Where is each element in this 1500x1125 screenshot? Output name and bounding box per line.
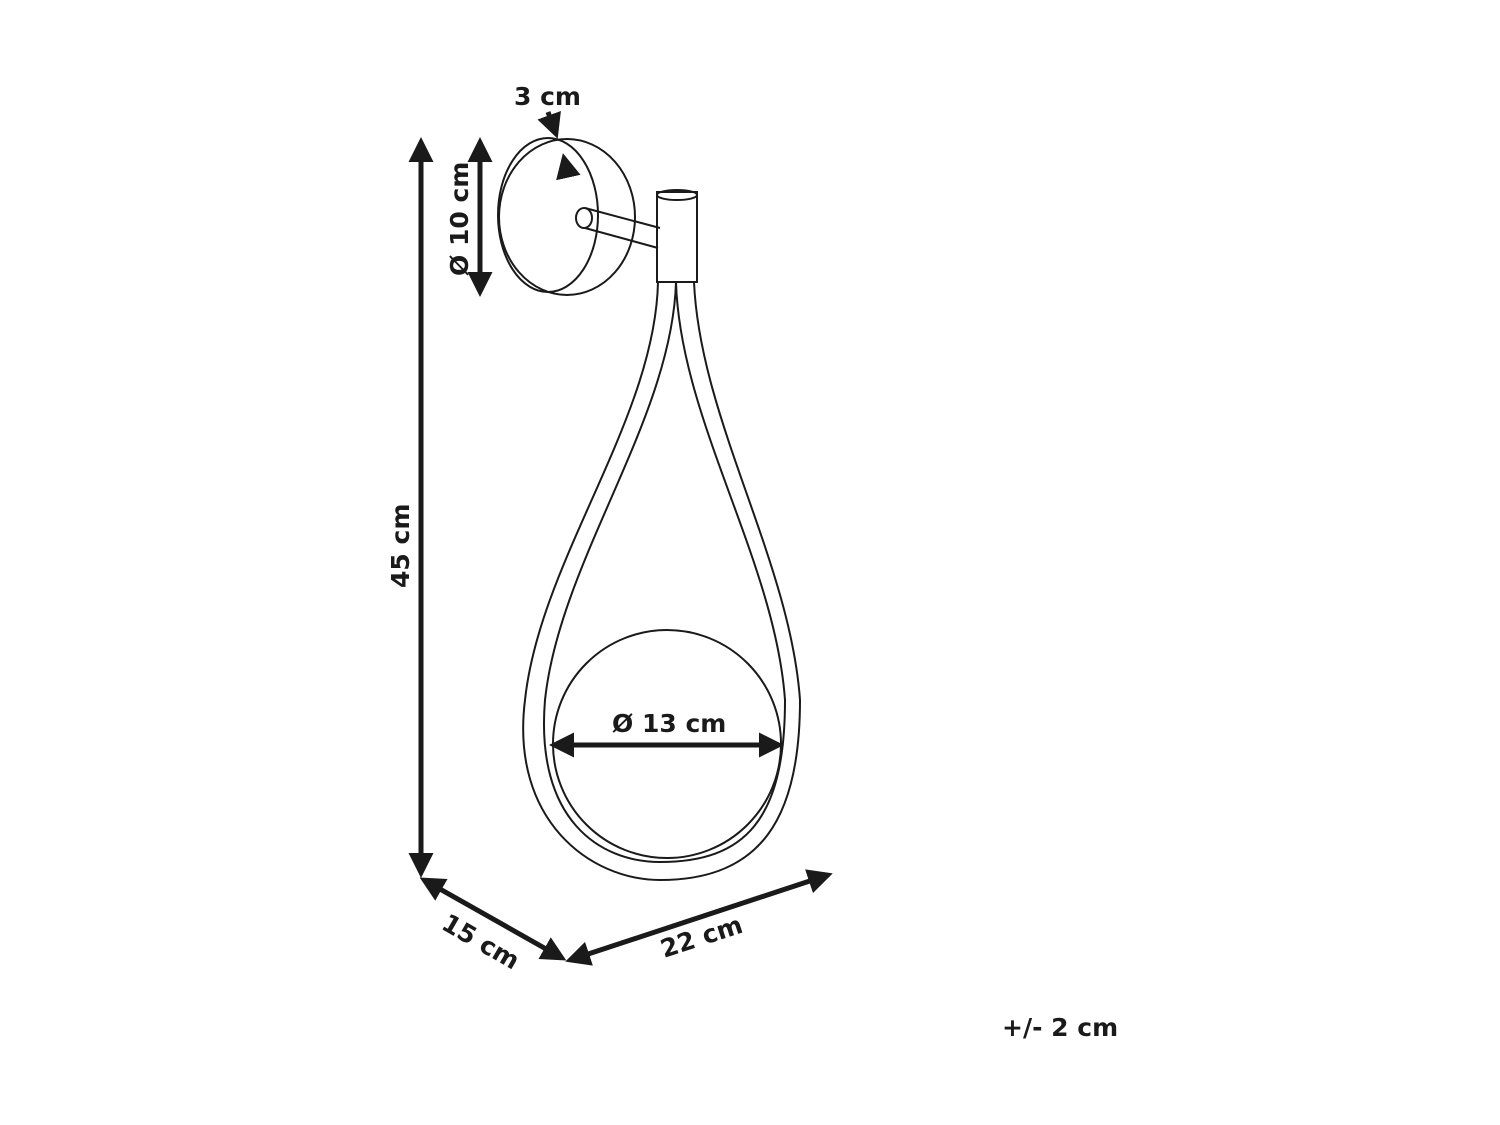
depth-dimension-line <box>419 877 567 961</box>
tolerance-label: +/- 2 cm <box>1002 1013 1118 1042</box>
depth-label: 15 cm <box>437 908 525 975</box>
lamp-connector <box>656 189 698 283</box>
thickness-arrow-outer <box>537 110 561 139</box>
ring-diameter-label: Ø 13 cm <box>612 709 726 738</box>
height-label: 45 cm <box>386 504 415 588</box>
width-dimension-line <box>565 869 833 966</box>
thickness-arrow-inner <box>556 153 581 181</box>
base-diameter-label: Ø 10 cm <box>445 162 474 276</box>
teardrop-frame <box>522 281 802 882</box>
wall-base-plate <box>497 137 661 296</box>
base-thickness-label: 3 cm <box>514 82 581 111</box>
